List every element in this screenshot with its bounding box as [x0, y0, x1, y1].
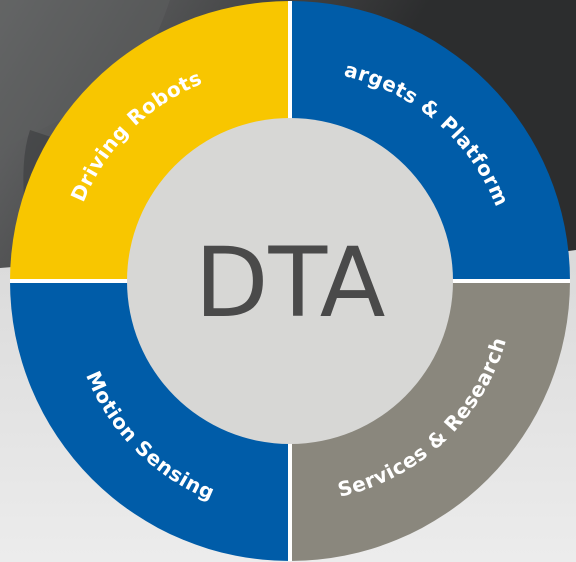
- background-car-interior: [0, 0, 170, 150]
- center-circle: [127, 118, 453, 444]
- center-label: DTA: [195, 227, 386, 339]
